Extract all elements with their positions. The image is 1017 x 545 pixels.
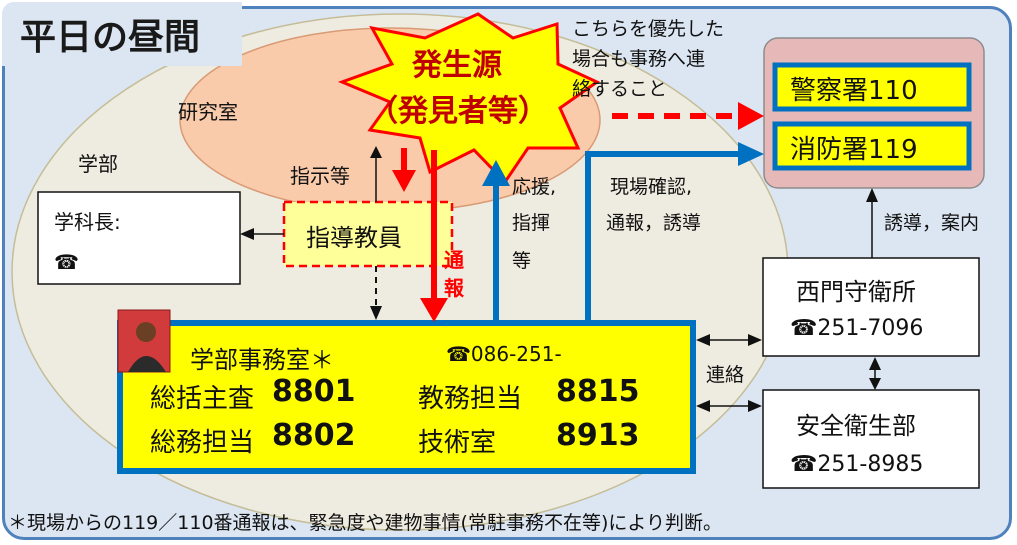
police-label: 警察署110 [790,76,918,106]
supervisor-box [282,200,454,268]
contact-label: 連絡 [706,364,745,386]
dept-head-label: 学科長: [54,210,121,234]
office-box [117,320,696,474]
page-title: 平日の昼間 [20,17,201,58]
source-label-line2: （発見者等） [368,94,548,129]
office-ext-2: 8815 [556,374,640,409]
safety-phone: ☎251-8985 [790,452,924,477]
safety-box [762,389,980,489]
office-role-1: 総括主査 [150,384,255,414]
support-line1: 応援, [512,176,557,198]
priority-note-line1: こちらを優先した [572,18,725,40]
footnote: ＊現場からの119／110番通報は、緊急度や建物事情(常駐事務不在等)により判断… [8,512,722,534]
support-line2: 指揮 [512,212,551,234]
priority-note-line3: 絡すること [572,78,668,100]
dept-head-box [37,191,241,285]
police-box [772,62,972,112]
office-ext-1: 8801 [272,374,356,409]
west-gate-box [762,257,980,357]
report-label-1: 通 [444,248,464,272]
phone-icon: ☎ [54,250,79,274]
fire-box [772,121,972,171]
faculty-label: 学部 [78,152,118,176]
support-line3: 等 [512,250,532,272]
priority-note-line2: 場合も事務へ連 [572,48,706,70]
office-role-2: 教務担当 [418,384,523,414]
source-starburst [337,12,600,185]
report-label-2: 報 [444,276,464,300]
lab-label: 研究室 [178,100,238,124]
office-phone-prefix: ☎086-251- [446,342,562,366]
office-name: 学部事務室＊ [190,346,334,374]
west-gate-name: 西門守衛所 [796,278,916,306]
office-role-4: 技術室 [418,428,497,458]
office-ext-3: 8802 [272,418,356,453]
office-role-3: 総務担当 [150,428,255,458]
office-ext-4: 8913 [556,418,640,453]
instruction-label: 指示等 [290,164,350,188]
west-gate-phone: ☎251-7096 [790,316,924,341]
guide-label: 誘導，案内 [884,212,980,234]
onsite-line1: 現場確認, [610,176,693,198]
fire-label: 消防署119 [790,135,918,165]
title-box: 平日の昼間 [2,2,242,66]
supervisor-label: 指導教員 [306,224,402,252]
safety-name: 安全衛生部 [796,412,916,440]
source-label-line1: 発生源 [412,48,502,83]
onsite-line2: 通報，誘導 [606,212,702,234]
priority-arrow-head [738,102,764,130]
